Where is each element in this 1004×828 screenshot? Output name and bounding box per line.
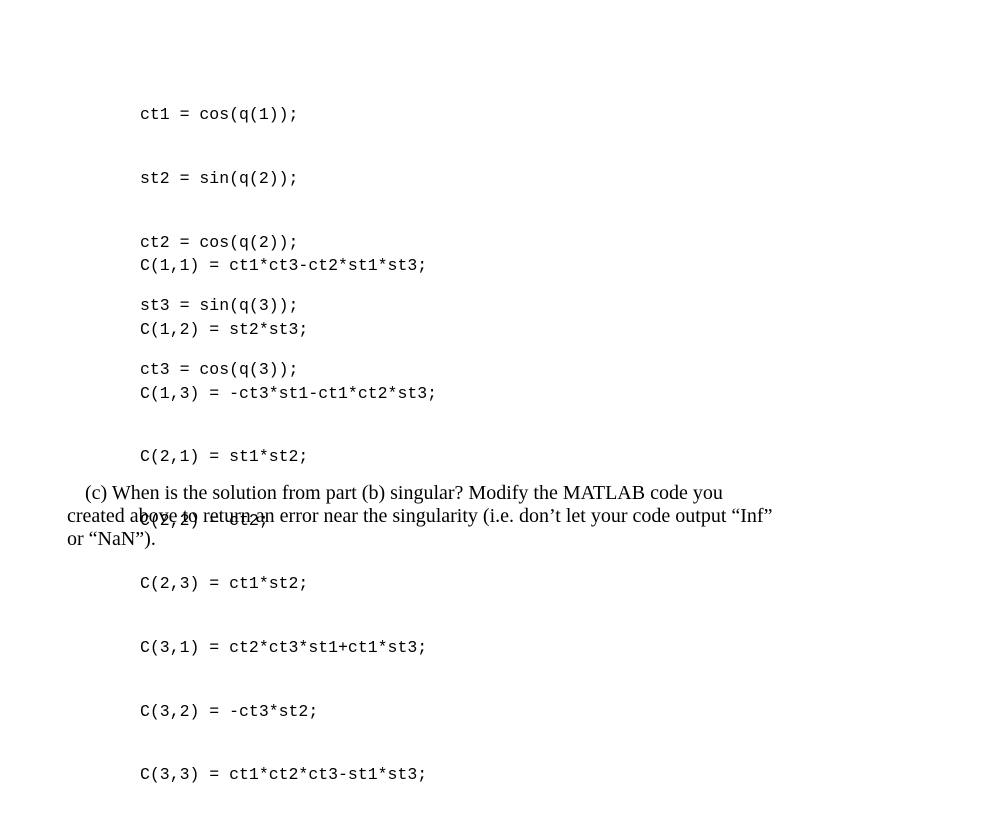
- question-line: or “NaN”).: [67, 528, 156, 550]
- code-line: st3 = sin(q(3));: [140, 296, 299, 316]
- code-line: ct2 = cos(q(2));: [140, 232, 299, 252]
- code-line: C(1,1) = ct1*ct3-ct2*st1*st3;: [140, 256, 428, 276]
- code-line: C(2,3) = ct1*st2;: [140, 574, 309, 594]
- code-block-trig-definitions: ct1 = cos(q(1)); st2 = sin(q(2)); ct2 = …: [140, 62, 298, 422]
- question-line: (c) When is the solution from part (b) s…: [85, 482, 723, 504]
- code-line: C(3,3) = ct1*ct2*ct3-st1*st3;: [140, 765, 428, 785]
- code-line: ct3 = cos(q(3));: [140, 359, 299, 379]
- code-line: C(2,2) = ct2;: [140, 510, 269, 530]
- code-line: ct1 = cos(q(1));: [140, 105, 299, 125]
- code-line: C(1,3) = -ct3*st1-ct1*ct2*st3;: [140, 383, 438, 403]
- code-line: st2 = sin(q(2));: [140, 169, 299, 188]
- code-line: C(3,2) = -ct3*st2;: [140, 701, 319, 721]
- question-line: created above to return an error near th…: [67, 505, 773, 527]
- code-line: C(3,1) = ct2*ct3*st1+ct1*st3;: [140, 637, 428, 657]
- question-paragraph: (c) When is the solution from part (b) s…: [67, 482, 967, 551]
- document-page: ct1 = cos(q(1)); st2 = sin(q(2)); ct2 = …: [67, 62, 967, 784]
- code-line: C(2,1) = st1*st2;: [140, 447, 309, 467]
- code-line: C(1,2) = st2*st3;: [140, 320, 309, 339]
